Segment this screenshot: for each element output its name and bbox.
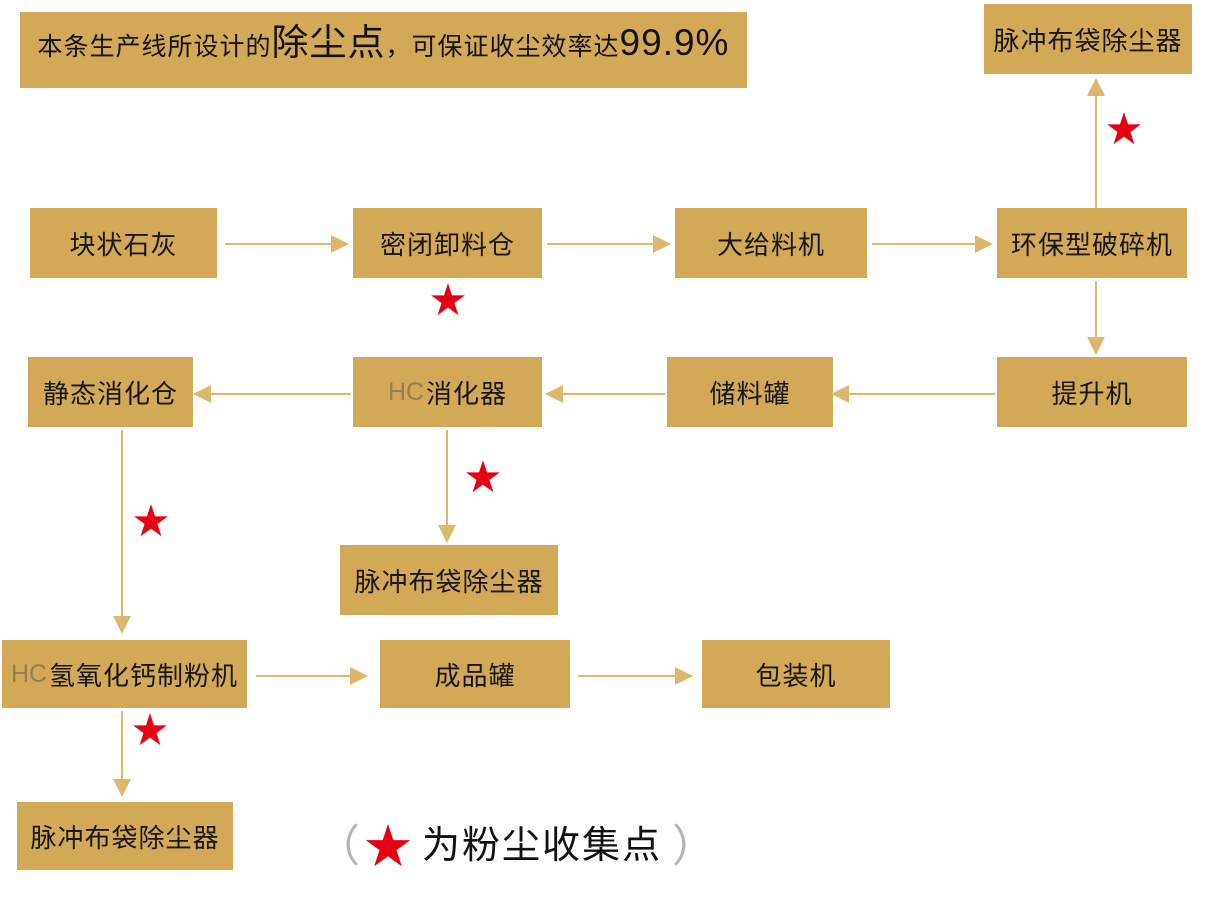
arrow-lump-lime-to-sealed-bin — [225, 235, 349, 253]
node-hc-calcium-hydroxide-mill: HC 氢氧化钙制粉机 — [2, 640, 247, 708]
arrow-mill-to-finished-tank — [256, 667, 368, 685]
node-packing-machine: 包装机 — [702, 640, 890, 708]
legend-label: 为粉尘收集点 — [422, 825, 663, 868]
node-pulse-bag-collector-mid: 脉冲布袋除尘器 — [340, 545, 558, 615]
legend: （ ★ 为粉尘收集点 ） — [316, 818, 716, 876]
arrow-crusher-to-elevator — [1087, 281, 1105, 355]
banner-value-text: 99.9% — [619, 22, 730, 63]
node-hc-digester: HC 消化器 — [353, 357, 542, 427]
banner-prefix-text: 本条生产线所设计的 — [37, 33, 272, 61]
arrow-finished-tank-to-packing — [578, 667, 693, 685]
dust-point-star-icon-crusher-collector: ★ — [1104, 105, 1144, 154]
arrow-sealed-bin-to-feeder — [547, 235, 671, 253]
node-static-digestion-bin: 静态消化仓 — [28, 357, 193, 427]
legend-close-paren: ） — [672, 822, 717, 871]
title-banner: 本条生产线所设计的 除尘点 ，可保证收尘效率达 99.9% — [20, 12, 747, 88]
dust-point-star-icon-mill-collector: ★ — [130, 706, 170, 755]
hc-mill-label: 氢氧化钙制粉机 — [49, 660, 239, 691]
arrow-digester-to-collector-mid — [438, 430, 456, 543]
legend-open-paren: （ — [316, 822, 360, 871]
hc-digester-label: 消化器 — [426, 378, 508, 409]
dust-point-star-icon-sealed-bin: ★ — [428, 276, 468, 325]
dust-point-star-icon-static-bin-mill: ★ — [131, 497, 171, 546]
node-large-feeder: 大给料机 — [675, 208, 867, 278]
node-storage-tank: 储料罐 — [667, 357, 833, 427]
hc-mill-prefix: HC — [10, 659, 48, 688]
node-sealed-unloading-bin: 密闭卸料仓 — [353, 208, 542, 278]
banner-middle-text: ，可保证收尘效率达 — [385, 33, 620, 61]
banner-highlight-text: 除尘点 — [271, 22, 386, 63]
arrow-mill-to-collector-bottom — [113, 711, 131, 797]
node-eco-crusher: 环保型破碎机 — [997, 208, 1187, 278]
node-finished-product-tank: 成品罐 — [380, 640, 570, 708]
node-pulse-bag-collector-top: 脉冲布袋除尘器 — [984, 4, 1192, 74]
arrow-storage-tank-to-digester — [545, 385, 665, 403]
node-elevator: 提升机 — [997, 357, 1187, 427]
arrow-static-bin-to-mill — [113, 430, 131, 634]
arrow-feeder-to-crusher — [872, 235, 993, 253]
dust-point-star-icon-digester-collector: ★ — [463, 453, 503, 502]
node-lump-lime: 块状石灰 — [30, 208, 217, 278]
legend-star-icon: ★ — [362, 814, 414, 879]
hc-digester-prefix: HC — [387, 377, 425, 406]
arrow-elevator-to-storage-tank — [831, 385, 995, 403]
arrow-crusher-to-collector-top — [1087, 78, 1105, 208]
arrow-digester-to-static-bin — [193, 385, 351, 403]
node-pulse-bag-collector-bottom: 脉冲布袋除尘器 — [17, 802, 233, 870]
